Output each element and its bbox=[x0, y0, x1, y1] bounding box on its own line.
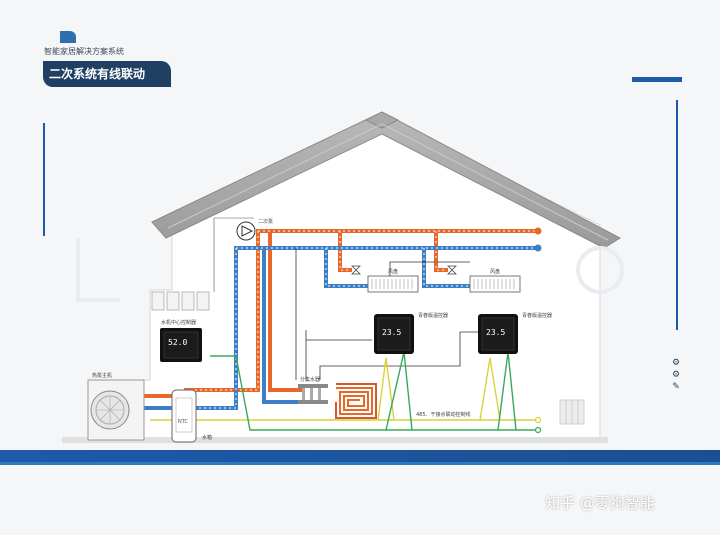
gear-icon: ⚙ bbox=[671, 370, 681, 380]
roof bbox=[151, 111, 622, 249]
water-controller-device bbox=[160, 328, 202, 362]
balcony-right bbox=[559, 399, 585, 425]
page-title: 二次系统有线联动 bbox=[43, 61, 171, 87]
label-thermostat-right: 青春版温控器 bbox=[522, 313, 553, 319]
wrench-icon: ✎ bbox=[672, 382, 680, 392]
gear-icon: ⚙ bbox=[671, 358, 681, 368]
title-tab-decoration bbox=[60, 31, 76, 43]
label-thermostat-left: 青春版温控器 bbox=[418, 313, 449, 319]
thermostat-right-device bbox=[478, 314, 518, 354]
side-icon-group: ⚙ ⚙ ✎ bbox=[670, 357, 682, 393]
thermostat-left-display-value: 23.5 bbox=[382, 328, 402, 337]
thermostat-right-display-value: 23.5 bbox=[486, 328, 506, 337]
label-fan-coil-left: 风盘 bbox=[388, 269, 399, 275]
label-fan-coil-right: 风盘 bbox=[490, 269, 501, 275]
manifold bbox=[298, 384, 328, 404]
signal-end-green bbox=[534, 426, 542, 434]
water-tank bbox=[171, 389, 197, 443]
hot-pipe-end bbox=[534, 227, 542, 235]
thermostat-left-device bbox=[374, 314, 414, 354]
fan-coil-right bbox=[469, 275, 521, 293]
accent-bar-top-right bbox=[632, 77, 682, 82]
label-water-tank: 水箱 bbox=[202, 435, 213, 441]
control-wiring bbox=[295, 248, 478, 380]
label-manifold: 分集水器 bbox=[300, 377, 321, 383]
label-ntc: NTC bbox=[178, 419, 188, 425]
label-bus-line: 485、干接点联动控制线 bbox=[416, 412, 471, 418]
background-letters bbox=[76, 238, 625, 302]
heat-pump-unit bbox=[87, 379, 145, 441]
label-heat-pump: 热泵主机 bbox=[92, 373, 113, 379]
accent-line-left bbox=[43, 123, 45, 236]
footer-band-accent bbox=[0, 462, 720, 465]
controller-display-value: 52.0 bbox=[168, 338, 188, 347]
label-water-controller: 水机中心控制器 bbox=[161, 320, 197, 326]
floor-heating-coil bbox=[335, 383, 377, 419]
label-secondary-pump: 二次泵 bbox=[258, 219, 274, 225]
pump-icon bbox=[236, 221, 256, 241]
footer-band bbox=[0, 450, 720, 462]
watermark-text: 知乎 @零狗智能 bbox=[545, 494, 655, 512]
cold-pipe-end bbox=[534, 244, 542, 252]
signal-line-yellow bbox=[150, 357, 536, 421]
fan-coil-left bbox=[367, 275, 419, 293]
valve-icon bbox=[351, 265, 457, 275]
signal-end-yellow bbox=[534, 416, 542, 424]
wall-panels bbox=[151, 291, 210, 311]
header-subtitle: 智能家居解决方案系统 bbox=[44, 47, 124, 56]
accent-line-right bbox=[676, 100, 678, 330]
